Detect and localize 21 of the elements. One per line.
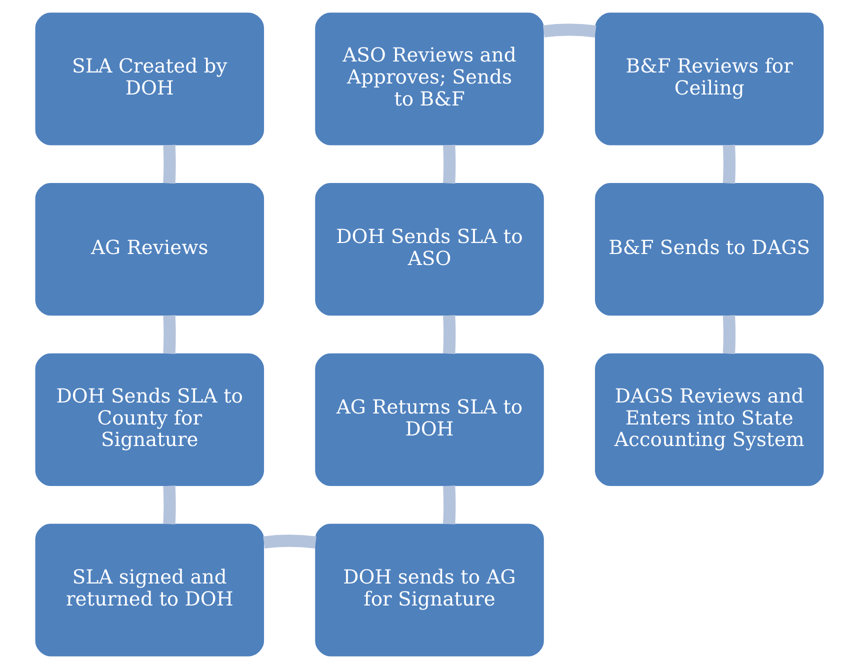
connector bbox=[722, 315, 736, 354]
connector bbox=[443, 315, 456, 354]
connector bbox=[722, 144, 736, 184]
connector bbox=[443, 486, 456, 524]
node-box: ASO Reviews and Approves; Sends to B&F bbox=[315, 12, 544, 146]
connector bbox=[163, 486, 176, 524]
connector bbox=[163, 315, 176, 354]
node-box: DOH sends to AG for Signature bbox=[315, 524, 544, 656]
node-box: DOH Sends SLA to ASO bbox=[315, 183, 544, 316]
node-box: AG Returns SLA to DOH bbox=[315, 353, 544, 486]
node-box: SLA Created by DOH bbox=[35, 12, 264, 146]
node-box: B&F Reviews for Ceiling bbox=[594, 12, 824, 146]
node-box: B&F Sends to DAGS bbox=[594, 183, 824, 316]
connector bbox=[263, 534, 316, 548]
node-box: AG Reviews bbox=[35, 183, 264, 316]
node-box: DAGS Reviews and Enters into State Accounting System bbox=[594, 353, 824, 486]
connector bbox=[163, 144, 176, 184]
connector bbox=[543, 24, 596, 38]
node-box: SLA signed and returned to DOH bbox=[35, 524, 264, 656]
connector bbox=[443, 144, 456, 184]
node-box: DOH Sends SLA to County for Signature bbox=[35, 353, 264, 486]
